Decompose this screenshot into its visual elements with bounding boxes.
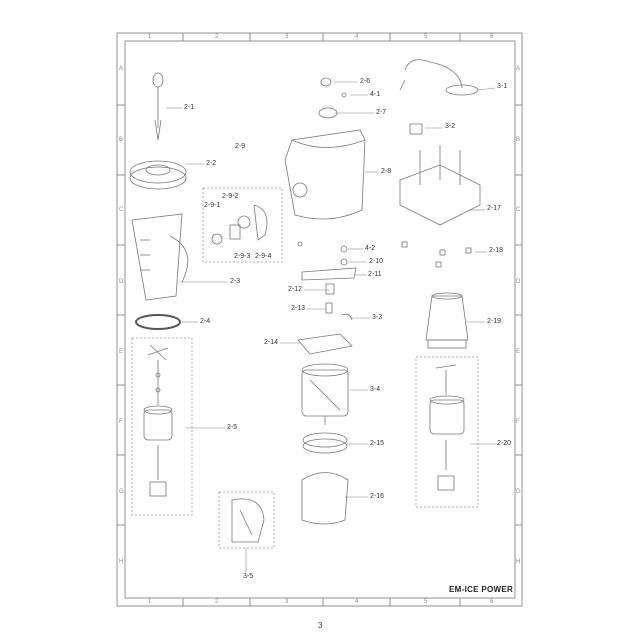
motor-cover-part <box>301 472 349 525</box>
lid-part <box>129 160 187 190</box>
row-label: B <box>119 137 124 143</box>
row-label: H <box>119 559 124 565</box>
row-label: C <box>516 207 521 213</box>
part-label: 3-5 <box>243 573 254 580</box>
part-label: 2-9-4 <box>255 253 272 260</box>
motor-mount-part <box>297 333 353 355</box>
column-label: 1 <box>148 599 152 605</box>
part-label: 2-10 <box>369 258 384 265</box>
part-label: 2-9 <box>235 143 246 150</box>
row-label: D <box>516 279 521 285</box>
part-label: 2-8 <box>381 168 392 175</box>
row-label: A <box>516 66 521 72</box>
part-label: 2-18 <box>489 247 504 254</box>
column-label: 6 <box>490 34 494 40</box>
column-label: 3 <box>285 34 289 40</box>
part-label: 2-5 <box>227 424 238 431</box>
ice-jar-part <box>425 292 469 349</box>
part-label: 2-6 <box>360 78 371 85</box>
power-cord-part <box>399 59 479 96</box>
column-label: 5 <box>424 34 428 40</box>
row-label: F <box>119 419 123 425</box>
motor-base-housing-part <box>284 129 366 220</box>
model-title: EM-ICE POWER <box>449 585 514 594</box>
part-label: 2-19 <box>487 318 502 325</box>
column-label: 2 <box>215 599 219 605</box>
column-label: 4 <box>355 34 359 40</box>
part-label: 3-4 <box>370 386 381 393</box>
small-parts-top <box>318 77 347 119</box>
row-label: E <box>516 349 521 355</box>
motor-part <box>301 363 349 425</box>
column-label: 2 <box>215 34 219 40</box>
part-label: 2-13 <box>291 305 306 312</box>
part-label: 2-17 <box>487 205 502 212</box>
part-label: 2-20 <box>497 440 512 447</box>
speed-switch-parts <box>297 241 357 321</box>
part-label: 4-1 <box>370 91 381 98</box>
row-label: C <box>119 207 124 213</box>
part-label: 2-3 <box>230 278 241 285</box>
column-label: 5 <box>424 599 428 605</box>
row-label: E <box>119 349 124 355</box>
assembly-group-boxes <box>131 187 479 549</box>
blade-assembly-part <box>143 344 173 497</box>
part-label: 2-9-2 <box>222 193 239 200</box>
switch-part <box>409 123 423 135</box>
row-label: G <box>119 489 124 495</box>
part-label: 2-11 <box>368 271 382 278</box>
ice-blade-assembly-part <box>429 364 465 491</box>
inner-frame <box>124 40 516 599</box>
part-label: 2-9-3 <box>234 253 251 260</box>
grid-ticks <box>117 33 522 606</box>
part-label: 3-3 <box>372 314 383 321</box>
part-label: 2-9-1 <box>204 202 221 209</box>
part-label: 2-4 <box>200 318 211 325</box>
part-label: 3-2 <box>445 123 456 130</box>
part-label: 2-15 <box>370 440 385 447</box>
part-label: 2-1 <box>184 104 195 111</box>
part-label: 4-2 <box>365 245 376 252</box>
row-label: D <box>119 279 124 285</box>
jar-part <box>131 213 189 301</box>
row-label: B <box>516 137 521 143</box>
column-label: 4 <box>355 599 359 605</box>
part-label: 2-7 <box>376 109 387 116</box>
page-number: 3 <box>318 621 323 630</box>
row-label: F <box>516 419 520 425</box>
part-label: 2-14 <box>264 339 279 346</box>
column-label: 1 <box>148 34 152 40</box>
coupler-part <box>231 498 265 543</box>
row-label: A <box>119 66 124 72</box>
leader-lines <box>166 81 496 572</box>
row-label: H <box>516 559 521 565</box>
tamper-part <box>152 72 164 141</box>
gasket-part <box>135 314 181 330</box>
feet-part <box>401 241 472 268</box>
column-label: 6 <box>490 599 494 605</box>
column-label: 3 <box>285 599 289 605</box>
part-label: 3-1 <box>497 83 508 90</box>
row-label: G <box>516 489 521 495</box>
motor-ring-part <box>302 432 348 454</box>
base-part <box>399 145 481 226</box>
part-label: 2-12 <box>288 286 303 293</box>
part-label: 2-16 <box>370 493 385 500</box>
seal-group-part <box>211 204 268 245</box>
outer-frame <box>116 32 523 607</box>
part-label: 2-2 <box>206 160 217 167</box>
